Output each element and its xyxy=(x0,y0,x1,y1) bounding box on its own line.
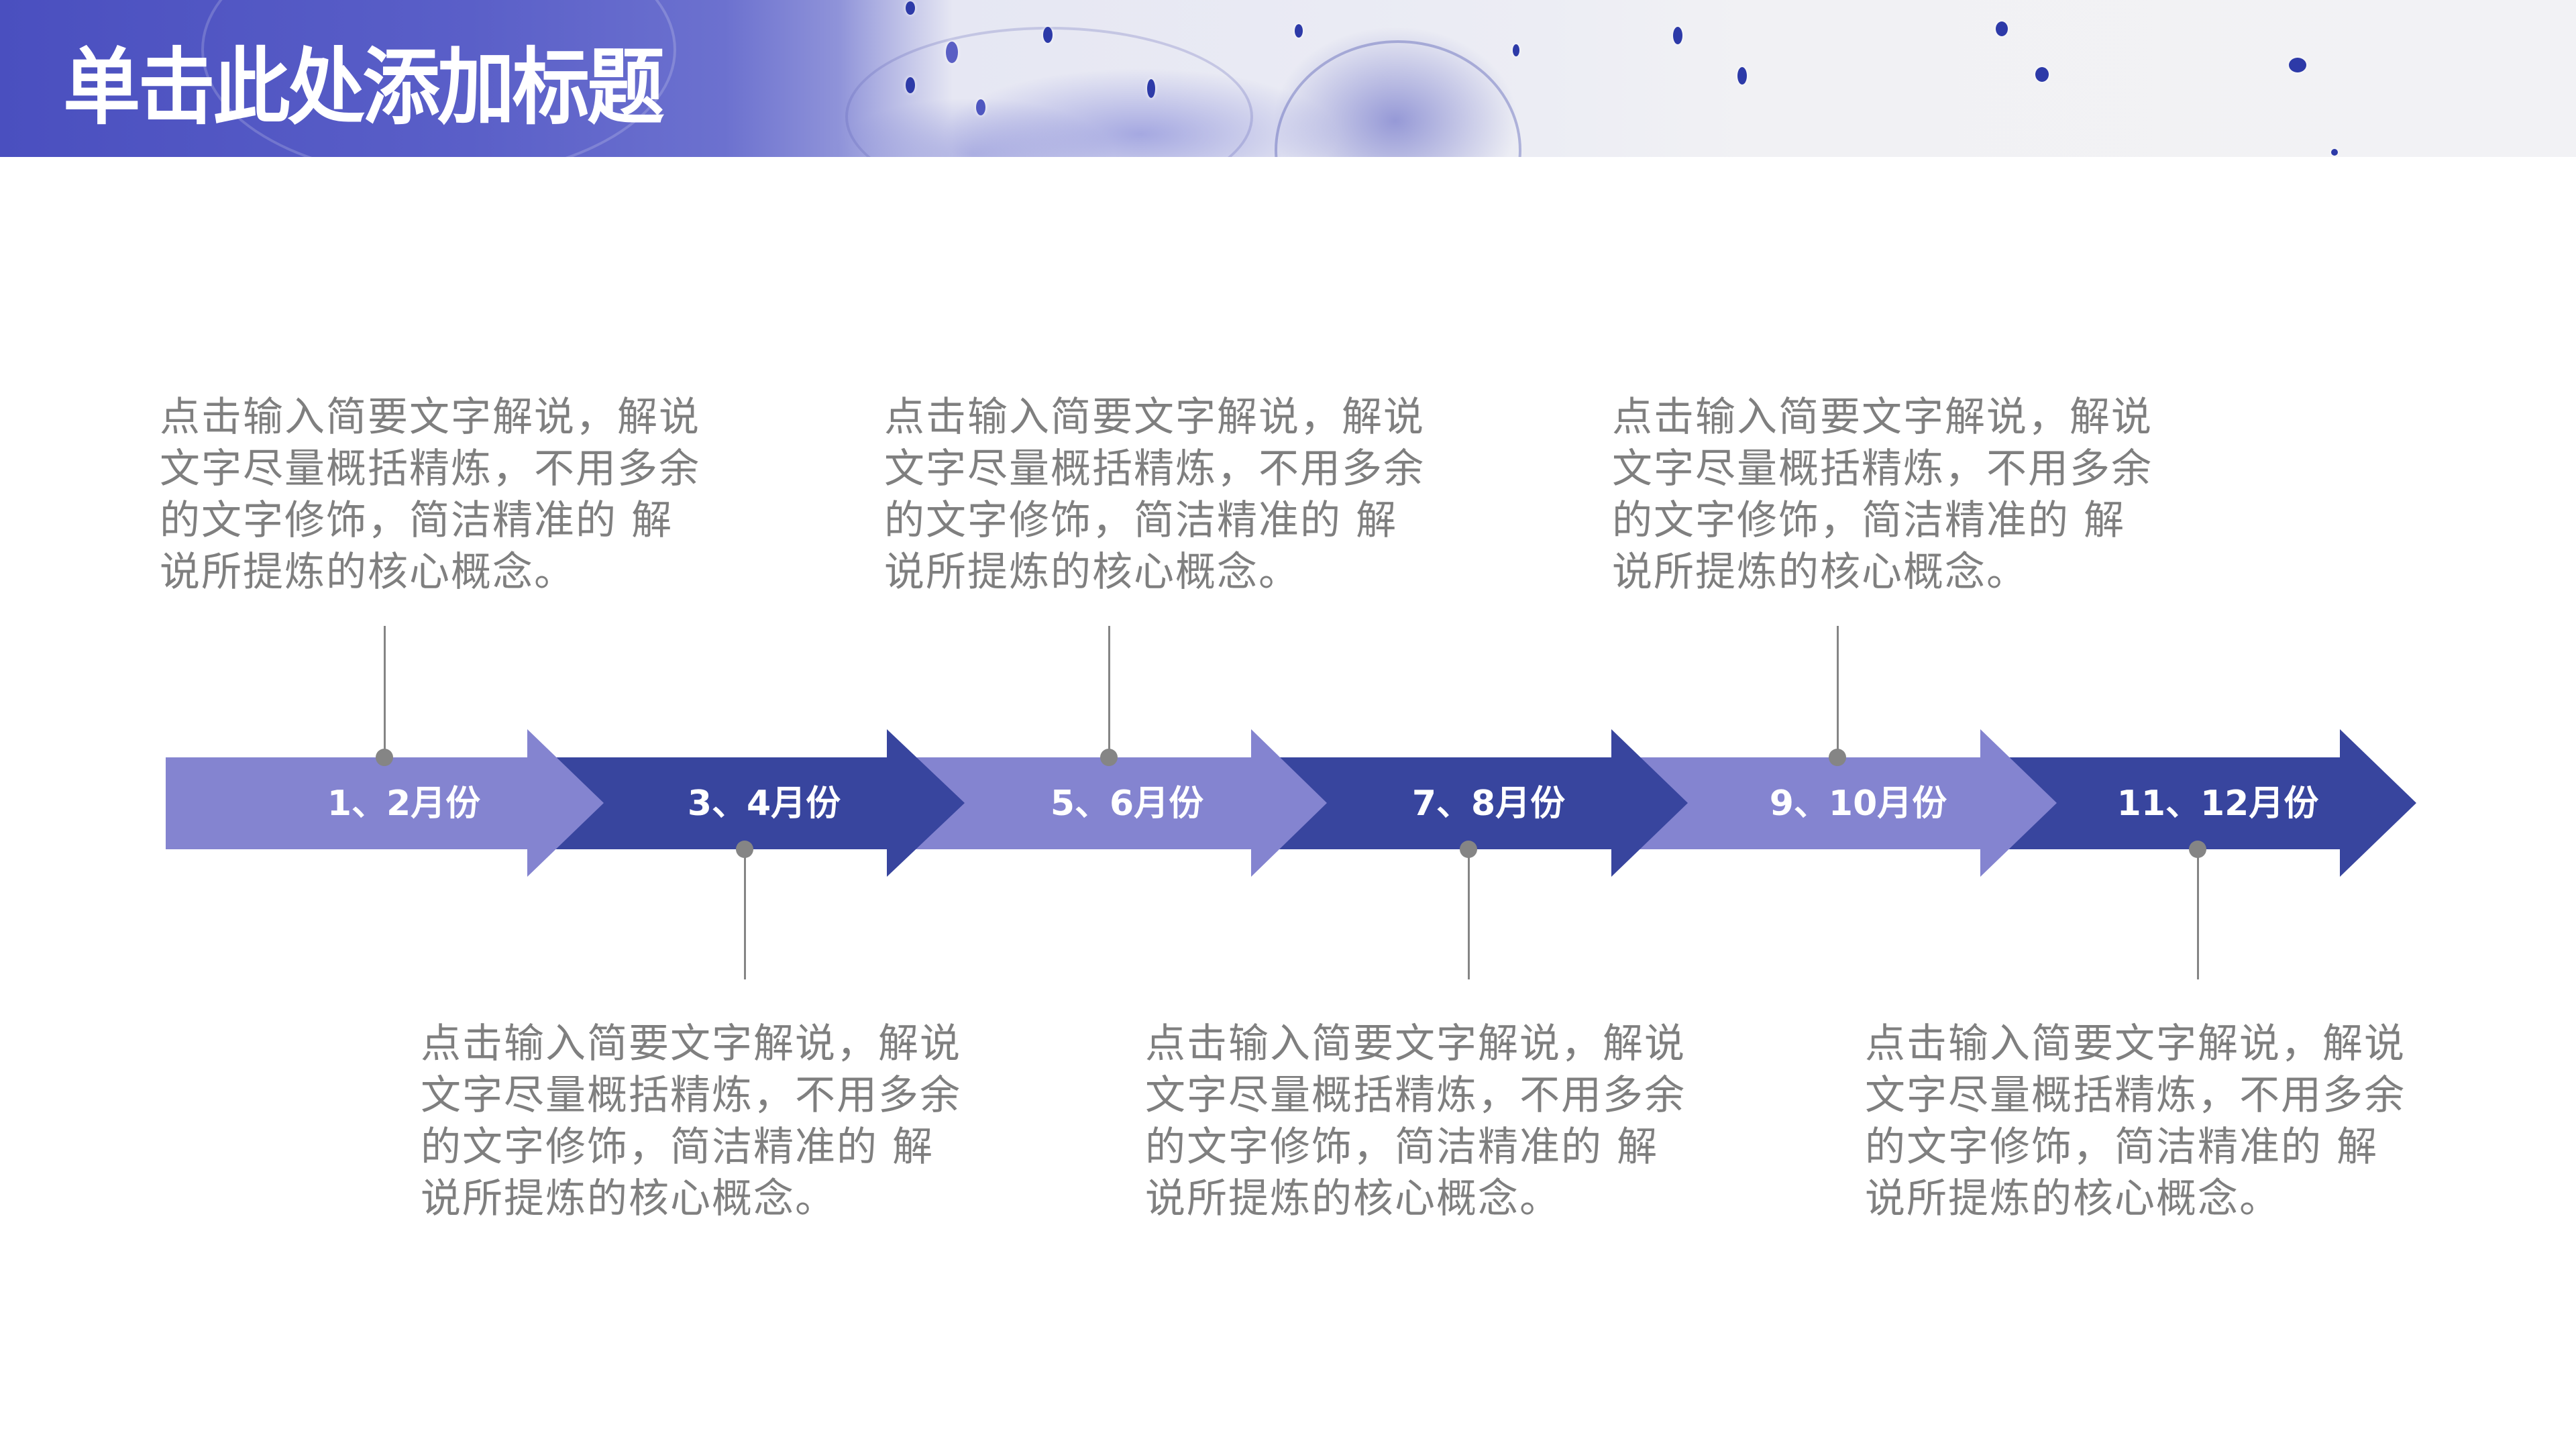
stage-label[interactable]: 9、10月份 xyxy=(1769,784,1947,824)
callout-dot-icon xyxy=(376,749,393,766)
timeline-arrow-segment[interactable] xyxy=(887,729,1327,877)
ink-drop-decoration xyxy=(906,77,915,93)
stage-label[interactable]: 7、8月份 xyxy=(1411,784,1566,824)
ink-drop-decoration xyxy=(976,99,985,115)
stage-description[interactable]: 点击输入简要文字解说，解说 文字尽量概括精炼，不用多余 的文字修饰，简洁精准的 … xyxy=(884,394,1425,596)
stage-description[interactable]: 点击输入简要文字解说，解说 文字尽量概括精炼，不用多余 的文字修饰，简洁精准的 … xyxy=(1865,1020,2406,1222)
callout-connector-line xyxy=(2197,849,2199,979)
stage-description[interactable]: 点击输入简要文字解说，解说 文字尽量概括精炼，不用多余 的文字修饰，简洁精准的 … xyxy=(160,394,700,596)
stage-description[interactable]: 点击输入简要文字解说，解说 文字尽量概括精炼，不用多余 的文字修饰，简洁精准的 … xyxy=(421,1020,961,1222)
stage-label[interactable]: 1、2月份 xyxy=(327,784,481,824)
header-banner: 单击此处添加标题 xyxy=(0,0,2576,157)
callout-connector-line xyxy=(1108,626,1110,757)
callout-connector-line xyxy=(1468,849,1470,979)
stage-label[interactable]: 11、12月份 xyxy=(2116,784,2319,824)
callout-dot-icon xyxy=(1829,749,1846,766)
slide-title[interactable]: 单击此处添加标题 xyxy=(63,40,665,136)
ink-drop-decoration xyxy=(1737,67,1747,85)
callout-connector-line xyxy=(1837,626,1839,757)
ink-drop-decoration xyxy=(1513,44,1519,56)
stage-label[interactable]: 3、4月份 xyxy=(687,784,841,824)
ink-drop-decoration xyxy=(946,42,958,63)
ink-drop-decoration xyxy=(1043,27,1053,43)
callout-dot-icon xyxy=(1460,841,1477,858)
callout-connector-line xyxy=(744,849,746,979)
stage-description[interactable]: 点击输入简要文字解说，解说 文字尽量概括精炼，不用多余 的文字修饰，简洁精准的 … xyxy=(1612,394,2153,596)
ink-drop-decoration xyxy=(1147,79,1155,98)
callout-dot-icon xyxy=(2189,841,2206,858)
callout-dot-icon xyxy=(1100,749,1118,766)
timeline-arrow-segment[interactable] xyxy=(166,729,604,877)
ink-drop-decoration xyxy=(906,1,915,15)
callout-connector-line xyxy=(384,626,386,757)
ink-drop-decoration xyxy=(1673,27,1682,44)
ink-drop-decoration xyxy=(2331,149,2338,156)
stage-label[interactable]: 5、6月份 xyxy=(1050,784,1204,824)
stage-description[interactable]: 点击输入简要文字解说，解说 文字尽量概括精炼，不用多余 的文字修饰，简洁精准的 … xyxy=(1145,1020,1686,1222)
timeline-arrow-segment[interactable] xyxy=(527,729,965,877)
timeline-arrow-segment[interactable] xyxy=(1980,729,2416,877)
timeline-arrow-segment[interactable] xyxy=(1251,729,1688,877)
callout-dot-icon xyxy=(736,841,753,858)
ink-drop-decoration xyxy=(2035,67,2049,82)
timeline-arrow-segment[interactable] xyxy=(1611,729,2057,877)
ink-drop-decoration xyxy=(1295,24,1303,38)
ink-drop-decoration xyxy=(1996,21,2008,36)
ink-drop-decoration xyxy=(2289,58,2306,72)
